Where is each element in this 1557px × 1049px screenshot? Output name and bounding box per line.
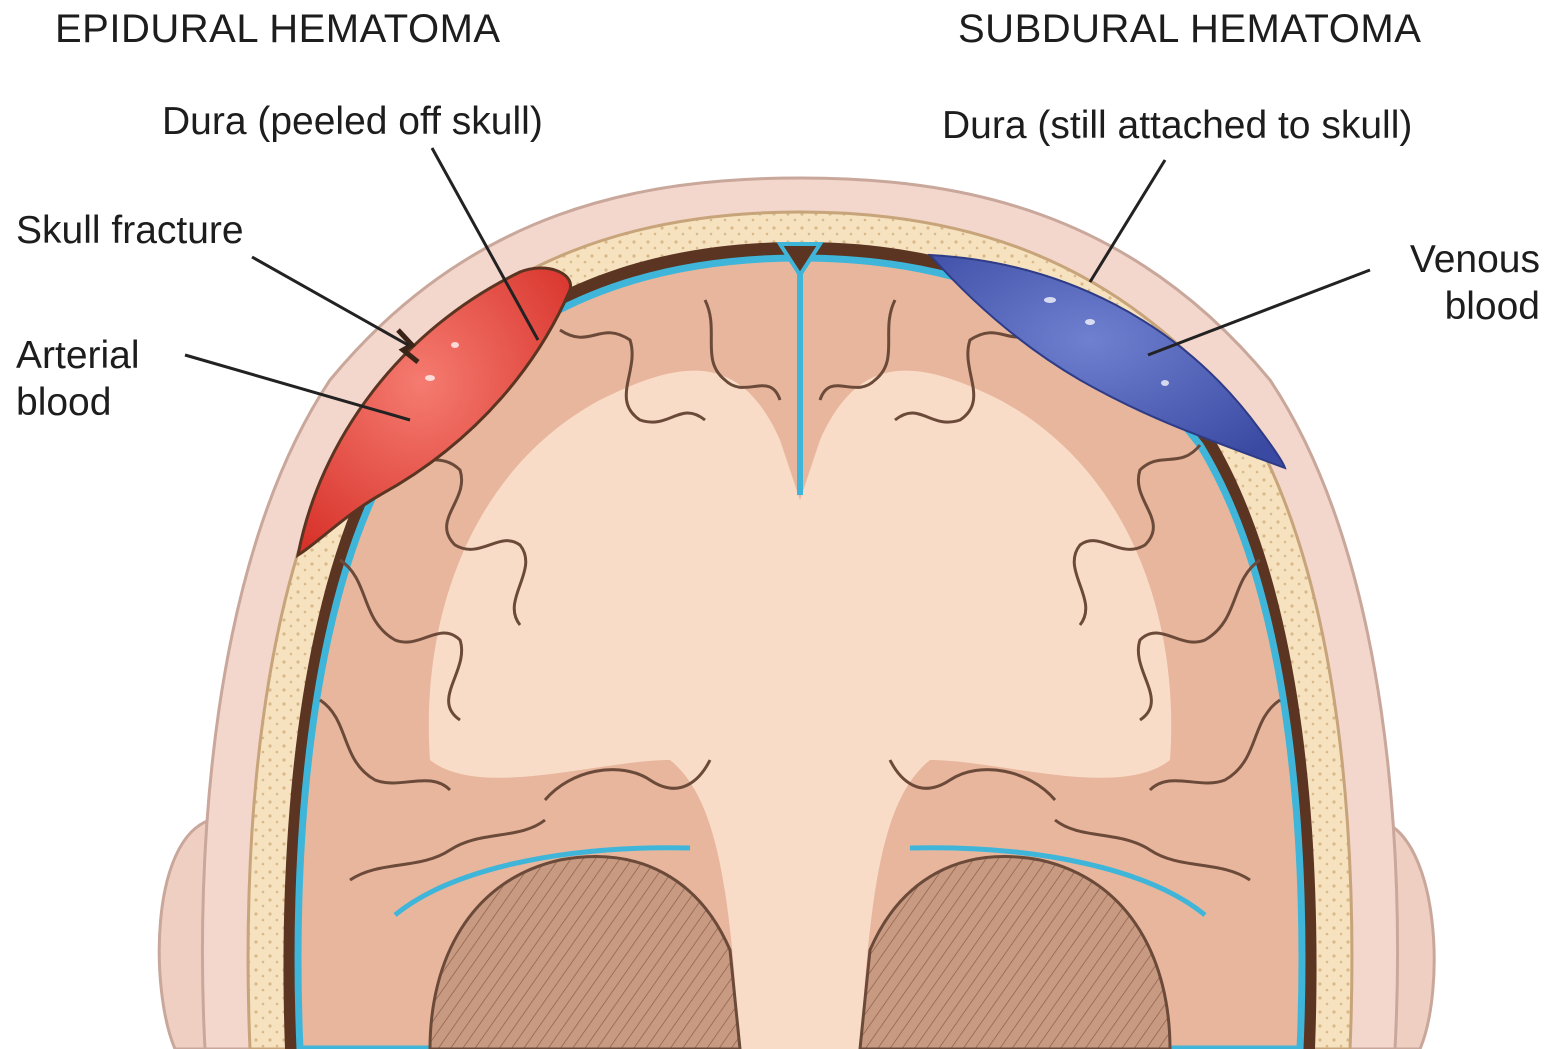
- label-arterial-line2: blood: [16, 380, 111, 426]
- heading-subdural: SUBDURAL HEMATOMA: [958, 6, 1421, 52]
- label-dura-peeled: Dura (peeled off skull): [162, 99, 543, 145]
- label-venous-line2: blood: [1340, 284, 1540, 330]
- label-arterial-line1: Arterial: [16, 333, 140, 379]
- heading-epidural: EPIDURAL HEMATOMA: [55, 6, 501, 52]
- label-skull-fracture: Skull fracture: [16, 208, 244, 254]
- leader-skull-fracture: [252, 257, 408, 345]
- label-dura-attached: Dura (still attached to skull): [942, 103, 1412, 149]
- label-venous-line1: Venous: [1340, 237, 1540, 283]
